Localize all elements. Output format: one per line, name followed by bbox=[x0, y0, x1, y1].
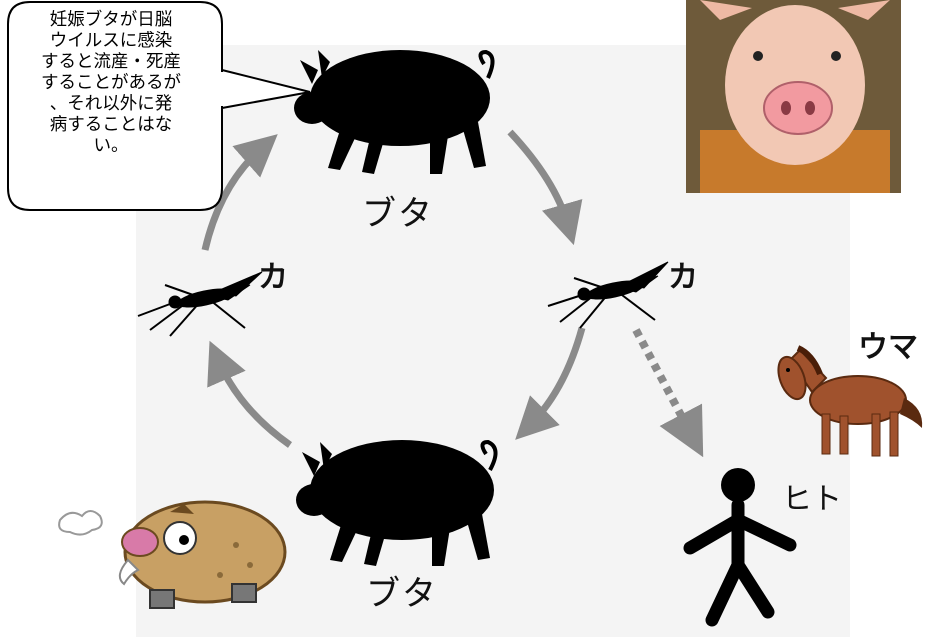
label-horse: ウマ bbox=[858, 330, 918, 365]
callout-line: すると流産・死産 bbox=[41, 52, 181, 72]
label-human: ヒト bbox=[782, 482, 842, 517]
callout-line: ウイルスに感染 bbox=[49, 31, 173, 51]
label-pig-bottom: ブタ bbox=[366, 574, 438, 614]
callout-line: 、それ以外に発 bbox=[49, 94, 173, 114]
callout-line: することがあるが bbox=[41, 73, 181, 93]
pig-bottom-silhouette bbox=[296, 439, 498, 566]
label-mosquito-left: カ bbox=[258, 260, 288, 295]
label-pig-top: ブタ bbox=[362, 194, 434, 234]
callout-line: 妊娠ブタが日脳 bbox=[49, 10, 173, 30]
arrow-mosquito-left-to-pig-top bbox=[201, 134, 278, 251]
callout-text: 妊娠ブタが日脳 ウイルスに感染 すると流産・死産 することがあるが 、それ以外に… bbox=[12, 10, 210, 157]
pig-top-silhouette bbox=[294, 49, 495, 174]
mosquito-right-silhouette bbox=[547, 261, 669, 329]
callout-line: 病することはな bbox=[49, 115, 173, 135]
arrow-pig-bottom-to-mosquito-left bbox=[207, 340, 293, 448]
human-stick-figure bbox=[683, 468, 797, 627]
arrow-mosquito-right-to-pig-bottom bbox=[515, 327, 586, 440]
label-mosquito-right: カ bbox=[668, 260, 698, 295]
arrow-pig-to-mosquito-right bbox=[507, 129, 583, 246]
mosquito-left-silhouette bbox=[137, 271, 263, 337]
callout-line: い。 bbox=[93, 136, 129, 156]
boar-cartoon bbox=[58, 500, 287, 609]
callout-tail-join bbox=[220, 72, 224, 106]
horse-illustration bbox=[777, 345, 923, 457]
piglet-photo bbox=[686, 0, 901, 193]
arrow-mosquito-to-human-dotted bbox=[632, 328, 704, 458]
